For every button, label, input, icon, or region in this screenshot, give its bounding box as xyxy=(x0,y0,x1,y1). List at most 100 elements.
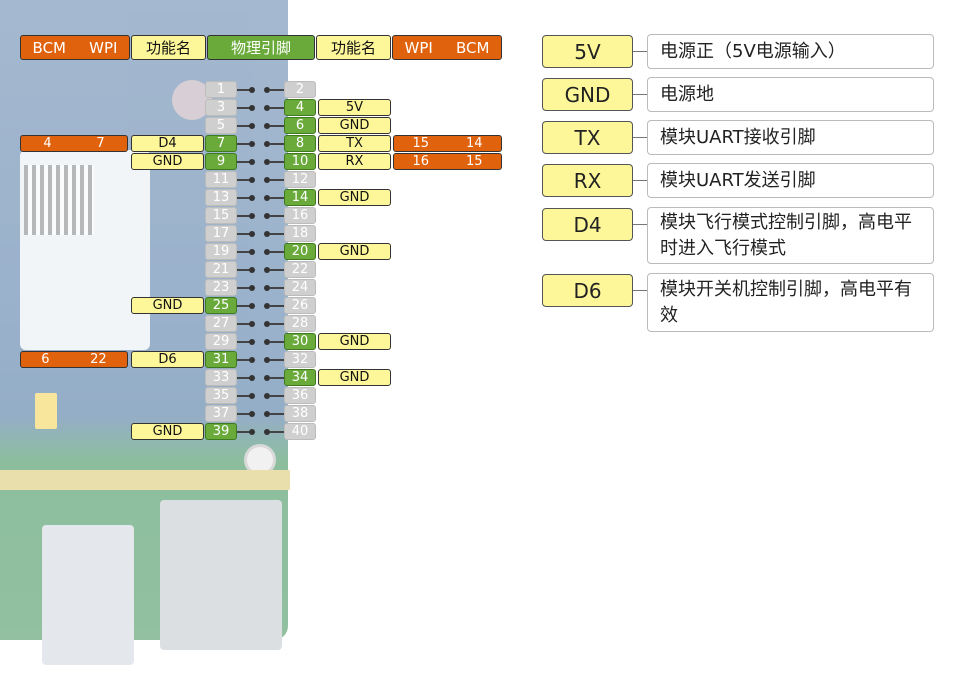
legend-key-gnd: GND xyxy=(542,78,633,111)
pin8-func: TX xyxy=(318,135,391,152)
pin-lead xyxy=(237,233,251,235)
pin-24: 24 xyxy=(284,279,316,296)
pin34-func: GND xyxy=(318,369,391,386)
legend-connector xyxy=(633,137,647,138)
pin-dot xyxy=(249,159,255,165)
pin30-func: GND xyxy=(318,333,391,350)
pin-34: 34 xyxy=(284,369,316,386)
pin-dot xyxy=(249,321,255,327)
ethernet-port xyxy=(160,500,282,650)
legend-connector xyxy=(633,180,647,181)
pin-2: 2 xyxy=(284,81,316,98)
pin-lead xyxy=(270,341,284,343)
pin-lead xyxy=(270,161,284,163)
header-left-bcm: BCM xyxy=(32,38,66,57)
pin-dot xyxy=(264,249,270,255)
pin-40: 40 xyxy=(284,423,316,440)
pin7-bcm-wpi: 4 7 xyxy=(20,135,128,152)
pin-29: 29 xyxy=(205,333,237,350)
pin-5: 5 xyxy=(205,117,237,134)
pin-dot xyxy=(264,87,270,93)
header-right-func: 功能名 xyxy=(316,35,391,60)
pin-lead xyxy=(237,323,251,325)
pin10-func: RX xyxy=(318,153,391,170)
legend-desc-d6: 模块开关机控制引脚，高电平有效 xyxy=(647,273,934,332)
pin-7: 7 xyxy=(205,135,237,152)
pin10-bcm: 15 xyxy=(465,154,483,169)
legend-connector xyxy=(633,290,647,291)
pin-dot xyxy=(249,231,255,237)
header-physical: 物理引脚 xyxy=(207,35,315,60)
pin-dot xyxy=(264,393,270,399)
pin-lead xyxy=(237,215,251,217)
pin-dot xyxy=(249,339,255,345)
pin-lead xyxy=(237,197,251,199)
pin14-func: GND xyxy=(318,189,391,206)
pin-lead xyxy=(270,89,284,91)
pin-20: 20 xyxy=(284,243,316,260)
pin-lead xyxy=(237,107,251,109)
pin-31: 31 xyxy=(205,351,237,368)
legend-desc-rx: 模块UART发送引脚 xyxy=(647,163,934,198)
legend-key-d6: D6 xyxy=(542,274,633,307)
pin-38: 38 xyxy=(284,405,316,422)
pin-lead xyxy=(270,107,284,109)
pin-23: 23 xyxy=(205,279,237,296)
pin-22: 22 xyxy=(284,261,316,278)
pin-lead xyxy=(270,125,284,127)
pin-lead xyxy=(237,377,251,379)
pin-dot xyxy=(249,249,255,255)
pin-dot xyxy=(264,141,270,147)
pin-lead xyxy=(270,305,284,307)
pin-dot xyxy=(264,177,270,183)
pin-lead xyxy=(237,341,251,343)
pin-dot xyxy=(264,339,270,345)
pin-lead xyxy=(270,413,284,415)
pin-header-strip xyxy=(0,470,290,490)
pin7-bcm: 4 xyxy=(43,136,52,151)
pin-1: 1 xyxy=(205,81,237,98)
pin-dot xyxy=(249,285,255,291)
pin8-wpi-bcm: 15 14 xyxy=(393,135,502,152)
pin-lead xyxy=(237,251,251,253)
board-image xyxy=(0,0,290,665)
legend-connector xyxy=(633,224,647,225)
pin-lead xyxy=(237,143,251,145)
pin-dot xyxy=(264,213,270,219)
pin-6: 6 xyxy=(284,117,316,134)
pin25-func: GND xyxy=(131,297,204,314)
pin-26: 26 xyxy=(284,297,316,314)
pin-lead xyxy=(270,287,284,289)
header-left-wpi: WPI xyxy=(89,38,118,57)
header-right-wpi: WPI xyxy=(404,38,433,57)
pin-lead xyxy=(270,431,284,433)
pin-14: 14 xyxy=(284,189,316,206)
pin8-wpi: 15 xyxy=(412,136,430,151)
pin10-wpi-bcm: 16 15 xyxy=(393,153,502,170)
pin-lead xyxy=(237,269,251,271)
pin-dot xyxy=(249,177,255,183)
pin-dot xyxy=(264,231,270,237)
pin-dot xyxy=(249,141,255,147)
header-left-bcm-wpi: BCM WPI xyxy=(20,35,130,60)
pin-dot xyxy=(264,411,270,417)
pin-lead xyxy=(270,233,284,235)
pin-lead xyxy=(270,359,284,361)
pin-lead xyxy=(270,395,284,397)
pin-dot xyxy=(249,123,255,129)
pin-lead xyxy=(237,179,251,181)
pin-lead xyxy=(237,305,251,307)
pin-dot xyxy=(264,123,270,129)
pin-dot xyxy=(249,357,255,363)
pin-lead xyxy=(237,161,251,163)
pin10-wpi: 16 xyxy=(412,154,430,169)
pin-30: 30 xyxy=(284,333,316,350)
pin-16: 16 xyxy=(284,207,316,224)
pin-21: 21 xyxy=(205,261,237,278)
pin-9: 9 xyxy=(205,153,237,170)
legend-desc-gnd: 电源地 xyxy=(647,77,934,112)
usb-port xyxy=(42,525,134,665)
pin31-bcm: 6 xyxy=(41,352,50,367)
pin-13: 13 xyxy=(205,189,237,206)
pin-dot xyxy=(249,303,255,309)
